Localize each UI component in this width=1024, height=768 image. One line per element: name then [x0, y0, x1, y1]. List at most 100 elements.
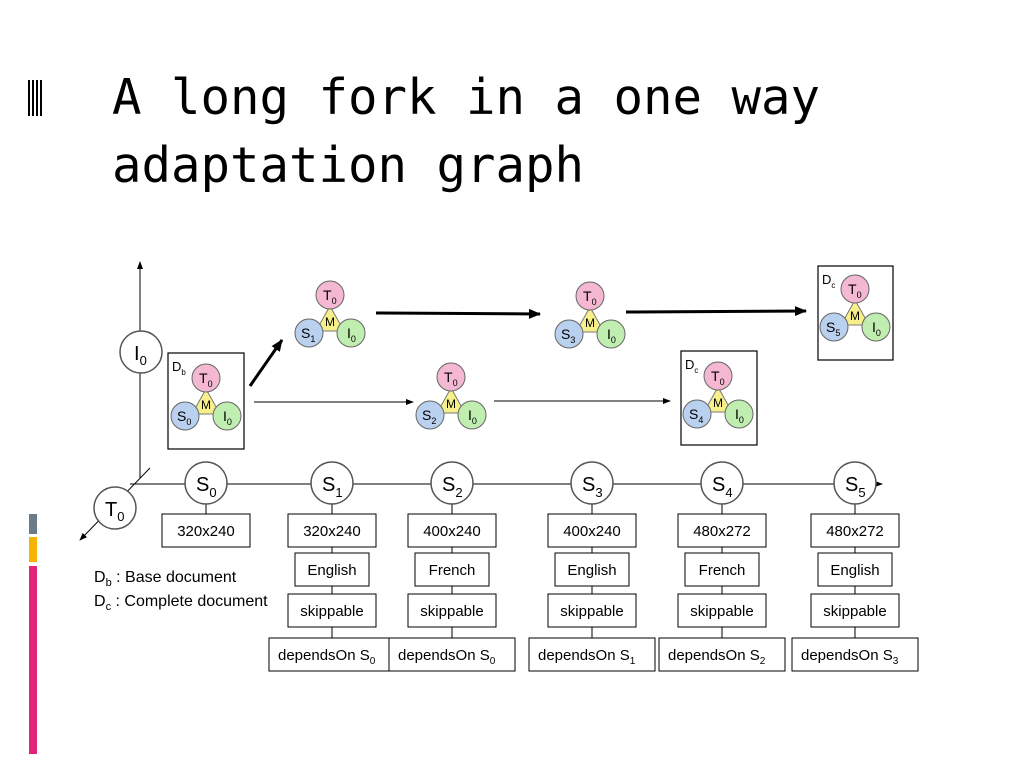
state-circle: [310, 461, 354, 505]
depends-box: [528, 637, 656, 672]
skippable-box: [810, 593, 900, 628]
state-circle: [430, 461, 474, 505]
language-label: English: [830, 562, 879, 579]
state-circle: [700, 461, 744, 505]
m-label: M: [713, 396, 723, 410]
language-label: French: [699, 562, 746, 579]
accent-bar-pink: [29, 566, 37, 754]
t-circle: [191, 363, 221, 393]
state-circle: [833, 461, 877, 505]
edge-db-to-s1: [248, 339, 284, 387]
resolution-label: 400x240: [563, 523, 621, 540]
i-label: I0: [347, 325, 356, 344]
t-label: T0: [848, 281, 862, 300]
m-label: M: [201, 398, 211, 412]
i-circle: [724, 399, 754, 429]
state-nodes: 320x240S0320x240EnglishskippabledependsO…: [161, 461, 919, 672]
m-label: M: [446, 397, 456, 411]
depends-box: [388, 637, 516, 672]
m-triangle: [436, 386, 466, 414]
slide-title: A long fork in a one way adaptation grap…: [112, 64, 992, 200]
skippable-label: skippable: [560, 603, 623, 620]
resolution-box: [547, 513, 637, 548]
i-circle: [336, 318, 366, 348]
resolution-label: 480x272: [826, 523, 884, 540]
i-label: I0: [607, 326, 616, 345]
s-circle: [415, 400, 445, 430]
legend: Db : Base document Dc : Complete documen…: [94, 569, 268, 613]
language-label: English: [307, 562, 356, 579]
s-label: S5: [826, 319, 840, 338]
t-circle: [436, 362, 466, 392]
resolution-box: [810, 513, 900, 548]
resolution-label: 480x272: [693, 523, 751, 540]
accent-bar-gray: [29, 514, 37, 534]
t-label: T0: [199, 370, 213, 389]
state-label: S3: [582, 474, 603, 500]
depends-label: dependsOn S2: [668, 647, 766, 667]
state-label: S2: [442, 474, 463, 500]
title-bullet-icon: [28, 80, 42, 116]
language-label: French: [429, 562, 476, 579]
skippable-box: [287, 593, 377, 628]
s-circle: [819, 312, 849, 342]
i-circle: [212, 401, 242, 431]
skippable-box: [547, 593, 637, 628]
state-circle: [570, 461, 614, 505]
m-triangle: [840, 298, 870, 326]
legend-base-document: Db : Base document: [94, 569, 237, 589]
legend-complete-document: Dc : Complete document: [94, 593, 268, 613]
t-axis-label: T0: [93, 486, 137, 530]
skippable-box: [677, 593, 767, 628]
skippable-label: skippable: [300, 603, 363, 620]
skippable-box: [407, 593, 497, 628]
skippable-label: skippable: [690, 603, 753, 620]
depends-label: dependsOn S3: [801, 647, 899, 667]
resolution-box: [407, 513, 497, 548]
t-circle: [840, 274, 870, 304]
i-circle: [861, 312, 891, 342]
svg-text:I0: I0: [134, 343, 147, 368]
s-label: S2: [422, 407, 436, 426]
resolution-label: 320x240: [303, 523, 361, 540]
resolution-box: [161, 513, 251, 548]
skippable-label: skippable: [823, 603, 886, 620]
t-label: T0: [711, 368, 725, 387]
resolution-box: [677, 513, 767, 548]
edge-s3-to-s5: [625, 306, 807, 317]
state-label: S5: [845, 474, 866, 500]
s-circle: [682, 399, 712, 429]
depends-label: dependsOn S1: [538, 647, 636, 667]
language-box: [414, 552, 490, 587]
graph-edges: [248, 306, 807, 405]
s-label: S4: [689, 406, 703, 425]
s-label: S0: [177, 408, 191, 427]
language-box: [554, 552, 630, 587]
s-circle: [554, 319, 584, 349]
m-label: M: [325, 315, 335, 329]
m-triangle: [315, 304, 345, 332]
s-circle: [294, 318, 324, 348]
t-label: T0: [444, 369, 458, 388]
doc-box-label: Db: [172, 359, 186, 377]
language-label: English: [567, 562, 616, 579]
language-box: [684, 552, 760, 587]
i-label: I0: [872, 319, 881, 338]
depends-box: [658, 637, 786, 672]
m-label: M: [850, 309, 860, 323]
t-circle: [575, 281, 605, 311]
doc-box-label: Dc: [822, 272, 835, 290]
i-circle: [457, 400, 487, 430]
depends-label: dependsOn S0: [278, 647, 376, 667]
doc-box-label: Dc: [685, 357, 698, 375]
i-axis-label: I0: [119, 330, 163, 374]
state-label: S4: [712, 474, 733, 500]
